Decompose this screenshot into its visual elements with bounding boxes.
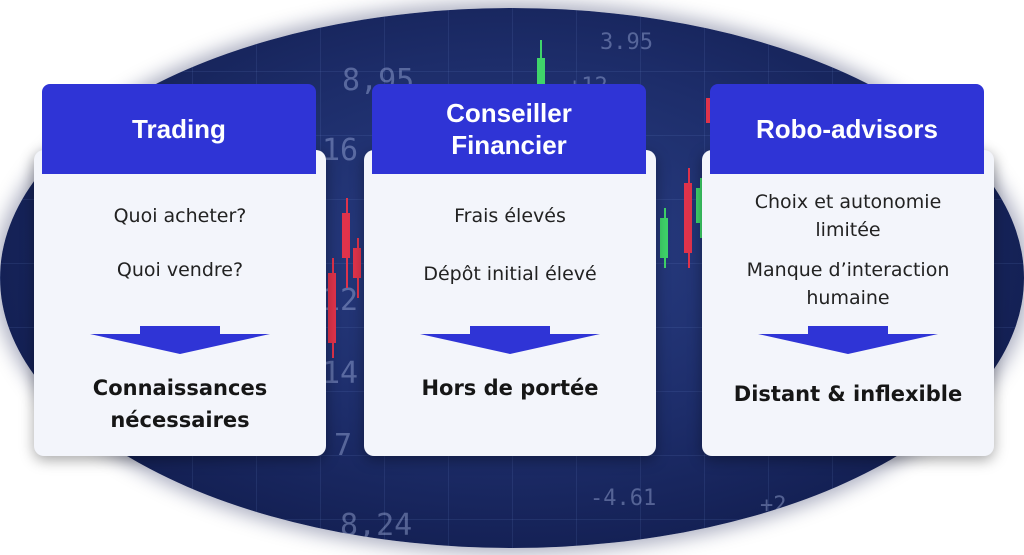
- background-number: +2: [760, 493, 787, 518]
- candle: [353, 248, 361, 278]
- candle: [696, 188, 704, 223]
- candle: [328, 273, 336, 343]
- card-conseiller-financier: Frais élevés Dépôt initial élevé Hors de…: [364, 150, 656, 456]
- card-conclusion: Distant & inflexible: [733, 382, 963, 406]
- background-number: 16: [322, 133, 359, 168]
- card-title-text: Conseiller Financier: [446, 98, 572, 160]
- card-trading: Quoi acheter? Quoi vendre? Connaissances…: [34, 150, 326, 456]
- card-line: Dépôt initial élevé: [423, 263, 597, 285]
- down-arrow-icon: [758, 326, 938, 354]
- candle: [342, 213, 350, 258]
- card-line: Quoi acheter?: [113, 205, 247, 227]
- card-conclusion: Hors de portée: [421, 376, 599, 400]
- card-robo-advisors: Choix et autonomie limitée Manque d’inte…: [702, 150, 994, 456]
- card-title-robo-advisors: Robo-advisors: [710, 84, 984, 174]
- down-arrow-icon: [90, 326, 270, 354]
- candle: [537, 58, 545, 88]
- card-line: Manque d’interaction humaine: [746, 259, 950, 309]
- down-arrow-icon: [420, 326, 600, 354]
- background-number: 14: [322, 356, 359, 391]
- background-number: -4.61: [590, 486, 657, 511]
- card-title-conseiller-financier: Conseiller Financier: [372, 84, 646, 174]
- background-number: 8,24: [340, 508, 413, 543]
- card-line: Frais élevés: [454, 205, 566, 227]
- card-line: Choix et autonomie limitée: [754, 191, 942, 241]
- card-line: Quoi vendre?: [116, 259, 244, 281]
- candle: [660, 218, 668, 258]
- card-title-trading: Trading: [42, 84, 316, 174]
- card-conclusion: Connaissances nécessaires: [92, 376, 268, 432]
- background-number: 7: [334, 428, 353, 463]
- candle: [684, 183, 692, 253]
- background-number: 3.95: [600, 30, 653, 55]
